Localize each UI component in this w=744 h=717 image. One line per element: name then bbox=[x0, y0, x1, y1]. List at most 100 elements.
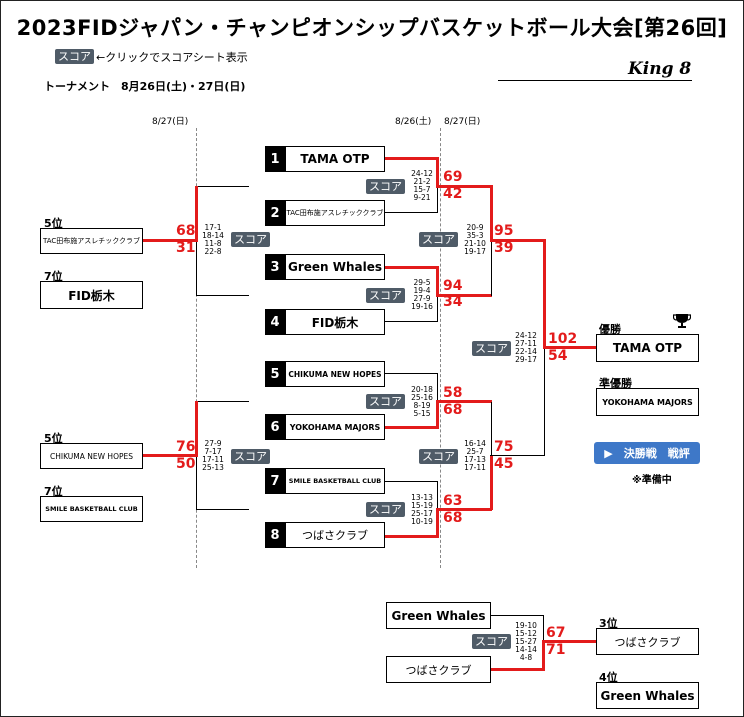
sf2-score-button[interactable]: スコア bbox=[419, 449, 458, 464]
runner-up-label: 準優勝 bbox=[599, 377, 632, 390]
pl2-score-button[interactable]: スコア bbox=[231, 449, 270, 464]
third-a-vline bbox=[543, 615, 544, 642]
qf4-sets: 13-13 15-19 25-17 10-19 bbox=[411, 493, 433, 526]
pl2-rank7-team: SMILE BASKETBALL CLUB bbox=[40, 496, 143, 522]
third-out-line bbox=[542, 640, 596, 643]
team-box-6: YOKOHAMA MAJORS bbox=[285, 414, 385, 440]
qf2-loser-vline bbox=[437, 295, 438, 322]
team-box-8: つばさクラブ bbox=[285, 522, 385, 548]
pl1-winner-vline bbox=[195, 186, 198, 241]
score-legend-badge: スコア bbox=[55, 49, 94, 64]
pl2-rank5-team: CHIKUMA NEW HOPES bbox=[40, 443, 143, 469]
pl1-out-line bbox=[143, 239, 198, 242]
sf1-loser-vline bbox=[491, 241, 492, 296]
date-mid: 8/26(土) bbox=[395, 117, 432, 127]
qf4-score-button[interactable]: スコア bbox=[366, 502, 405, 517]
final-score-top: 102 bbox=[548, 331, 578, 347]
qf3-loser-vline bbox=[437, 373, 438, 401]
qf2-sets: 29-5 19-4 27-9 19-16 bbox=[411, 278, 433, 311]
qf3-score-bot: 68 bbox=[443, 402, 463, 418]
final-score-button[interactable]: スコア bbox=[472, 341, 511, 356]
pl1-sets: 17-1 18-14 11-8 22-8 bbox=[202, 223, 224, 256]
third-b-winner-vline bbox=[542, 641, 545, 671]
qf2-loser-line bbox=[385, 321, 437, 322]
qf1-out-line bbox=[436, 185, 492, 188]
qf4-winner-vline bbox=[436, 509, 439, 538]
divider-right bbox=[440, 128, 441, 568]
seed-number: 7 bbox=[265, 468, 285, 494]
team-box-5: CHIKUMA NEW HOPES bbox=[285, 361, 385, 387]
sf1-winner-vline bbox=[490, 185, 493, 241]
qf2-winner-line bbox=[385, 266, 437, 269]
sf1-out-line bbox=[490, 239, 545, 242]
sf1-score-button[interactable]: スコア bbox=[419, 232, 458, 247]
score-legend-text: ←クリックでスコアシート表示 bbox=[96, 51, 248, 64]
third-place-label: 3位 bbox=[599, 617, 618, 630]
team-box-1: TAMA OTP bbox=[285, 146, 385, 172]
pl2-bot-feed bbox=[196, 509, 249, 510]
pl1-score-bot: 31 bbox=[176, 240, 196, 256]
pl2-score-bot: 50 bbox=[176, 456, 196, 472]
commentary-button[interactable]: ▶ 決勝戦 戦評 bbox=[594, 442, 700, 464]
qf1-loser-vline bbox=[437, 186, 438, 213]
qf3-winner-line bbox=[385, 426, 437, 429]
third-place-team: つばさクラブ bbox=[596, 628, 699, 655]
qf4-winner-line bbox=[385, 535, 437, 538]
runner-up-team: YOKOHAMA MAJORS bbox=[596, 388, 699, 416]
qf1-score-bot: 42 bbox=[443, 186, 463, 202]
qf2-score-button[interactable]: スコア bbox=[366, 288, 405, 303]
team-box-2: TAC田布施アスレチッククラブ bbox=[285, 200, 385, 226]
qf4-out-line bbox=[436, 508, 492, 511]
sf2-score-bot: 45 bbox=[494, 456, 514, 472]
qf3-loser-line bbox=[385, 373, 437, 374]
qf3-sets: 20-18 25-16 8-19 5-15 bbox=[411, 385, 433, 418]
third-team-a: Green Whales bbox=[386, 602, 491, 629]
pl2-sets: 27-9 7-17 17-11 25-13 bbox=[202, 439, 224, 472]
sf1-sets: 20-9 35-3 21-10 19-17 bbox=[464, 223, 486, 256]
champion-label: 優勝 bbox=[599, 323, 621, 336]
champion-team: TAMA OTP bbox=[596, 334, 699, 362]
qf4-loser-line bbox=[385, 481, 437, 482]
pl2-loser-vline bbox=[196, 456, 197, 510]
third-score-top: 67 bbox=[546, 625, 566, 641]
qf3-winner-vline bbox=[436, 400, 439, 429]
qf1-sets: 24-12 21-2 15-7 9-21 bbox=[411, 169, 433, 202]
qf3-score-button[interactable]: スコア bbox=[366, 394, 405, 409]
qf1-score-button[interactable]: スコア bbox=[366, 179, 405, 194]
team-box-4: FID栃木 bbox=[285, 309, 385, 335]
sf2-score-top: 75 bbox=[494, 439, 514, 455]
qf4-score-top: 63 bbox=[443, 493, 463, 509]
qf3-out-line bbox=[436, 400, 492, 403]
third-score-bot: 71 bbox=[546, 642, 566, 658]
qf2-score-top: 94 bbox=[443, 278, 463, 294]
trophy-icon bbox=[673, 314, 691, 328]
pl2-winner-vline bbox=[195, 401, 198, 456]
qf1-score-top: 69 bbox=[443, 169, 463, 185]
final-score-bot: 54 bbox=[548, 348, 568, 364]
sf2-sets: 16-14 25-7 17-13 17-11 bbox=[464, 439, 486, 472]
pl1-score-button[interactable]: スコア bbox=[231, 232, 270, 247]
seed-number: 8 bbox=[265, 522, 285, 548]
pl1-loser-vline bbox=[196, 241, 197, 296]
qf4-loser-vline bbox=[437, 481, 438, 509]
qf1-loser-line bbox=[385, 212, 437, 213]
seed-number: 6 bbox=[265, 414, 285, 440]
pl2-top-feed bbox=[196, 401, 249, 402]
third-score-button[interactable]: スコア bbox=[472, 634, 511, 649]
final-sets: 24-12 27-11 22-14 29-17 bbox=[515, 331, 537, 364]
sf1-score-top: 95 bbox=[494, 223, 514, 239]
pl1-rank7-label: 7位 bbox=[44, 270, 63, 283]
third-a-line bbox=[491, 615, 544, 616]
pl2-score-top: 76 bbox=[176, 439, 196, 455]
third-team-b: つばさクラブ bbox=[386, 656, 491, 683]
commentary-note: ※準備中 bbox=[632, 475, 672, 486]
third-b-winner-line bbox=[491, 668, 545, 671]
pl1-top-feed bbox=[196, 186, 249, 187]
pl2-rank7-label: 7位 bbox=[44, 485, 63, 498]
king8-underline bbox=[498, 80, 692, 81]
final-winner-vline bbox=[543, 239, 546, 349]
sf2-out-line bbox=[490, 455, 545, 456]
pl2-rank5-label: 5位 bbox=[44, 432, 63, 445]
pl1-rank5-label: 5位 bbox=[44, 217, 63, 230]
qf3-score-top: 58 bbox=[443, 385, 463, 401]
